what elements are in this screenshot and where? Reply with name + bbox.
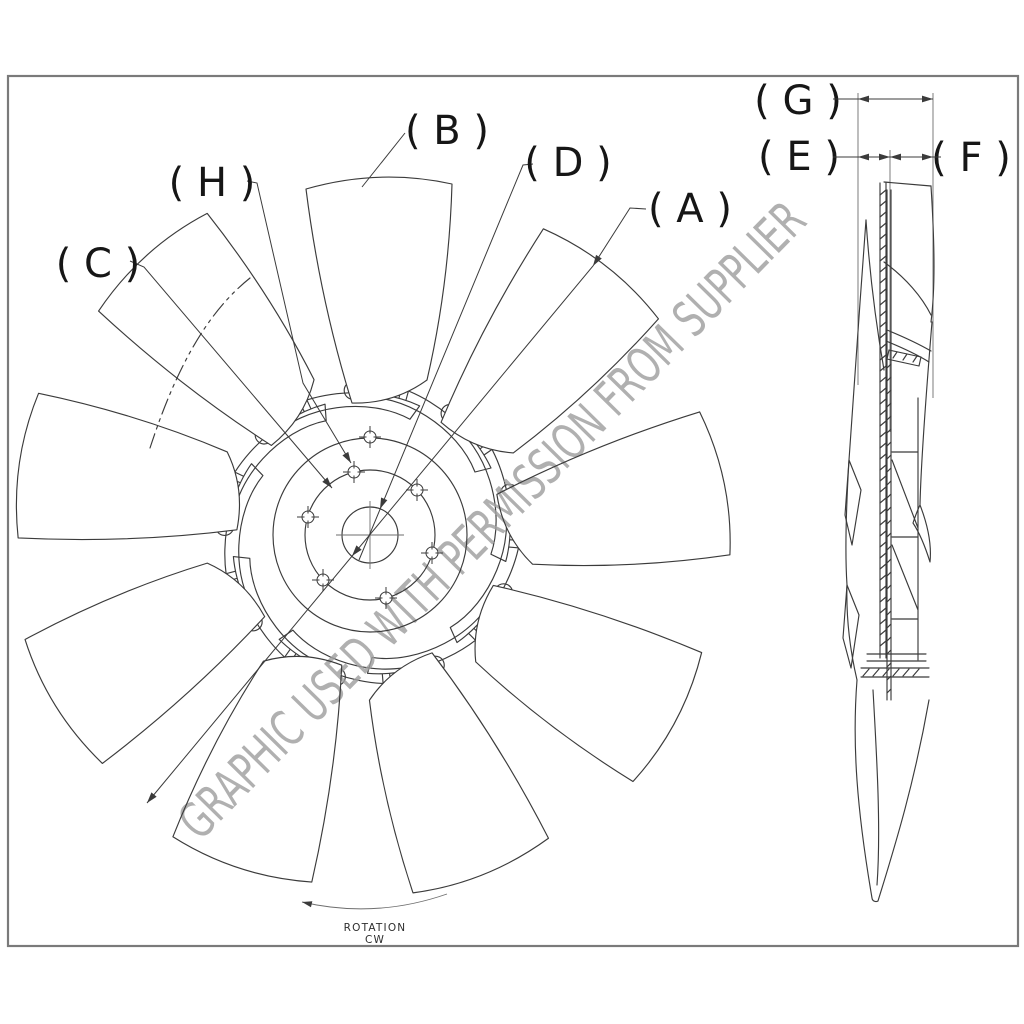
fan-side-view — [842, 181, 935, 903]
fan-hub — [272, 425, 468, 633]
callout-f-label: ( F ) — [931, 135, 1011, 181]
leader-a — [144, 207, 647, 806]
leader-c — [129, 260, 335, 491]
dimension-e-f — [833, 153, 941, 161]
callout-e-label: ( E ) — [758, 134, 840, 180]
leader-h — [246, 180, 354, 465]
callout-b-label: ( B ) — [405, 108, 489, 154]
callout-labels: ( B ) ( H ) ( D ) ( A ) ( C ) ( G ) ( E … — [56, 78, 1011, 287]
rotation-arrow — [301, 893, 448, 910]
side-view-dimensions — [833, 93, 941, 432]
leader-d — [358, 163, 534, 561]
callout-h-label: ( H ) — [169, 160, 256, 206]
callout-c-label: ( C ) — [56, 241, 141, 287]
rotation-indicator: ROTATION CW — [301, 893, 448, 946]
callout-a-label: ( A ) — [648, 186, 732, 232]
dimension-g — [833, 95, 933, 103]
callout-d-label: ( D ) — [524, 140, 611, 186]
callout-leaders — [129, 132, 647, 806]
phantom-blade-outline — [149, 277, 251, 449]
rotation-note-line2: CW — [365, 934, 385, 946]
leader-b — [361, 132, 406, 188]
callout-g-label: ( G ) — [754, 78, 842, 124]
rotation-note-line1: ROTATION — [344, 922, 407, 934]
